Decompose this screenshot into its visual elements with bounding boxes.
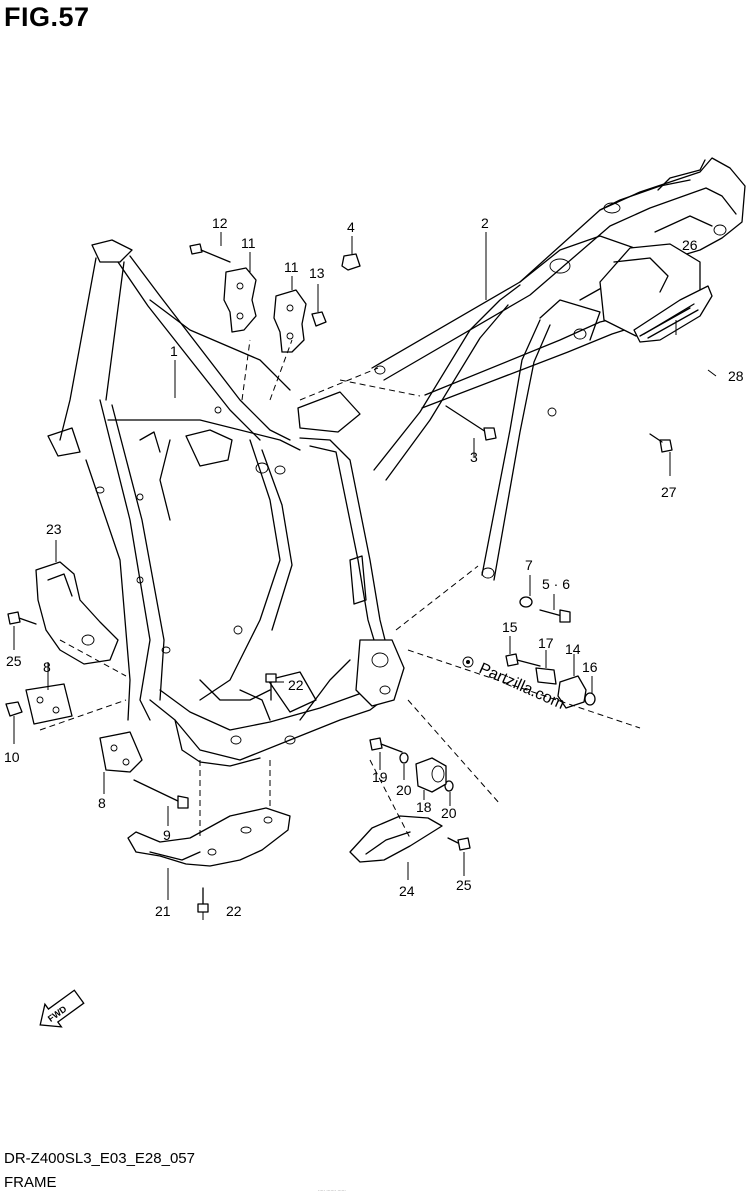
diagram-name: FRAME	[4, 1174, 57, 1191]
hardware-parts	[5, 243, 673, 913]
callout-25: 25	[456, 877, 472, 893]
callout-23: 23	[46, 521, 62, 537]
callout-18: 18	[416, 799, 432, 815]
callout-22: 22	[226, 903, 242, 919]
callout-3: 3	[470, 449, 478, 465]
callout-11: 11	[284, 259, 299, 275]
callout-22: 22	[288, 677, 304, 693]
callout-5-6: 5 · 6	[542, 576, 570, 592]
callout-20: 20	[396, 782, 412, 798]
callout-27: 27	[661, 484, 677, 500]
callout-24: 24	[399, 883, 415, 899]
covers-and-guards	[35, 243, 713, 867]
footer-fine-print: ..... ....... ......	[318, 1187, 346, 1193]
callout-4: 4	[347, 219, 355, 235]
figure-title: FIG.57	[4, 2, 90, 32]
callout-8: 8	[43, 659, 51, 675]
fwd-arrow-icon: FWD	[39, 989, 85, 1028]
watermark-text: Partzilla.com	[476, 660, 567, 713]
callout-10: 10	[4, 749, 20, 765]
watermark: Partzilla.com	[462, 656, 567, 713]
callout-9: 9	[163, 827, 171, 843]
callout-labels: 12 11 11 13 4 2 1 26 28 3 27 23 7 5 · 6 …	[4, 215, 744, 919]
callout-14: 14	[565, 641, 581, 657]
main-frame	[47, 239, 405, 767]
callout-16: 16	[582, 659, 598, 675]
rear-subframe	[371, 157, 746, 581]
callout-28: 28	[728, 368, 744, 384]
callout-17: 17	[538, 635, 554, 651]
callout-25: 25	[6, 653, 22, 669]
callout-13: 13	[309, 265, 325, 281]
callout-15: 15	[502, 619, 518, 635]
callout-20: 20	[441, 805, 457, 821]
callout-21: 21	[155, 903, 171, 919]
callout-12: 12	[212, 215, 228, 231]
callout-1: 1	[170, 343, 178, 359]
diagram-code: DR-Z400SL3_E03_E28_057	[4, 1150, 195, 1167]
callout-8: 8	[98, 795, 106, 811]
callout-7: 7	[525, 557, 533, 573]
callout-2: 2	[481, 215, 489, 231]
leader-lines	[13, 232, 717, 920]
callout-11: 11	[241, 235, 256, 251]
callout-26: 26	[682, 237, 698, 253]
callout-19: 19	[372, 769, 388, 785]
